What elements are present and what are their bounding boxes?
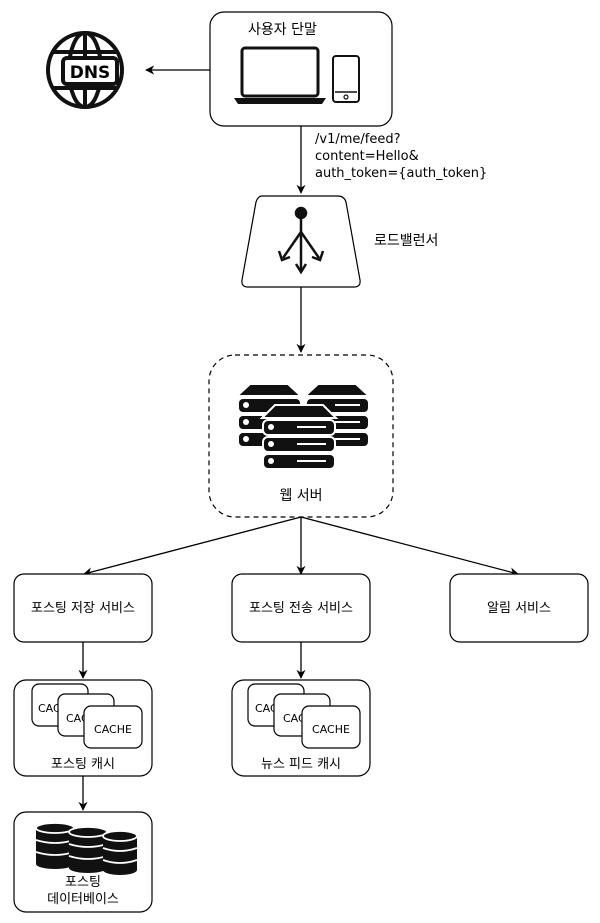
load-balancer-icon xyxy=(277,206,325,275)
cache-label: CACHE xyxy=(94,723,132,736)
cache-box xyxy=(83,705,143,749)
server-stack-icon xyxy=(234,383,372,470)
phone-icon xyxy=(332,55,360,103)
database-icon xyxy=(35,822,138,875)
post-delivery-service: 포스팅 전송 서비스 xyxy=(231,573,371,643)
request-line-1: /v1/me/feed? xyxy=(315,132,401,147)
notification-label: 알림 서비스 xyxy=(487,601,551,616)
arrow-web-notification xyxy=(300,516,519,577)
request-url: /v1/me/feed? content=Hello& auth_token={… xyxy=(315,132,487,181)
web-server-label: 웹 서버 xyxy=(279,488,322,504)
post-storage-label: 포스팅 저장 서비스 xyxy=(31,601,135,616)
request-line-2: content=Hello& xyxy=(315,149,419,164)
feed-cache-label: 뉴스 피드 캐시 xyxy=(261,757,341,772)
cache-box xyxy=(301,705,361,749)
post-storage-service: 포스팅 저장 서비스 xyxy=(13,573,153,643)
post-db-node: 포스팅 데이터베이스 xyxy=(13,811,153,913)
post-delivery-label: 포스팅 전송 서비스 xyxy=(249,601,353,616)
post-db-label-line-2: 데이터베이스 xyxy=(47,892,119,907)
client-label: 사용자 단말 xyxy=(248,22,317,38)
arrow-web-post-storage xyxy=(83,516,302,577)
dns-label: DNS xyxy=(70,63,111,83)
request-line-3: auth_token={auth_token} xyxy=(315,166,487,181)
post-cache-label: 포스팅 캐시 xyxy=(51,757,115,772)
load-balancer-node: 로드밸런서 xyxy=(241,195,438,288)
dns-node: DNS xyxy=(46,31,124,109)
notification-service: 알림 서비스 xyxy=(449,573,589,643)
post-db-label-line-1: 포스팅 xyxy=(65,875,101,890)
post-cache-node: CACHE CACHE CACHE 포스팅 캐시 xyxy=(13,679,153,777)
web-server-node: 웹 서버 xyxy=(208,354,394,518)
laptop-icon xyxy=(234,46,326,104)
feed-cache-node: CACHE CACHE CACHE 뉴스 피드 캐시 xyxy=(231,679,371,777)
load-balancer-label: 로드밸런서 xyxy=(374,233,438,249)
client-node: 사용자 단말 xyxy=(209,11,393,127)
cache-label: CACHE xyxy=(312,723,350,736)
